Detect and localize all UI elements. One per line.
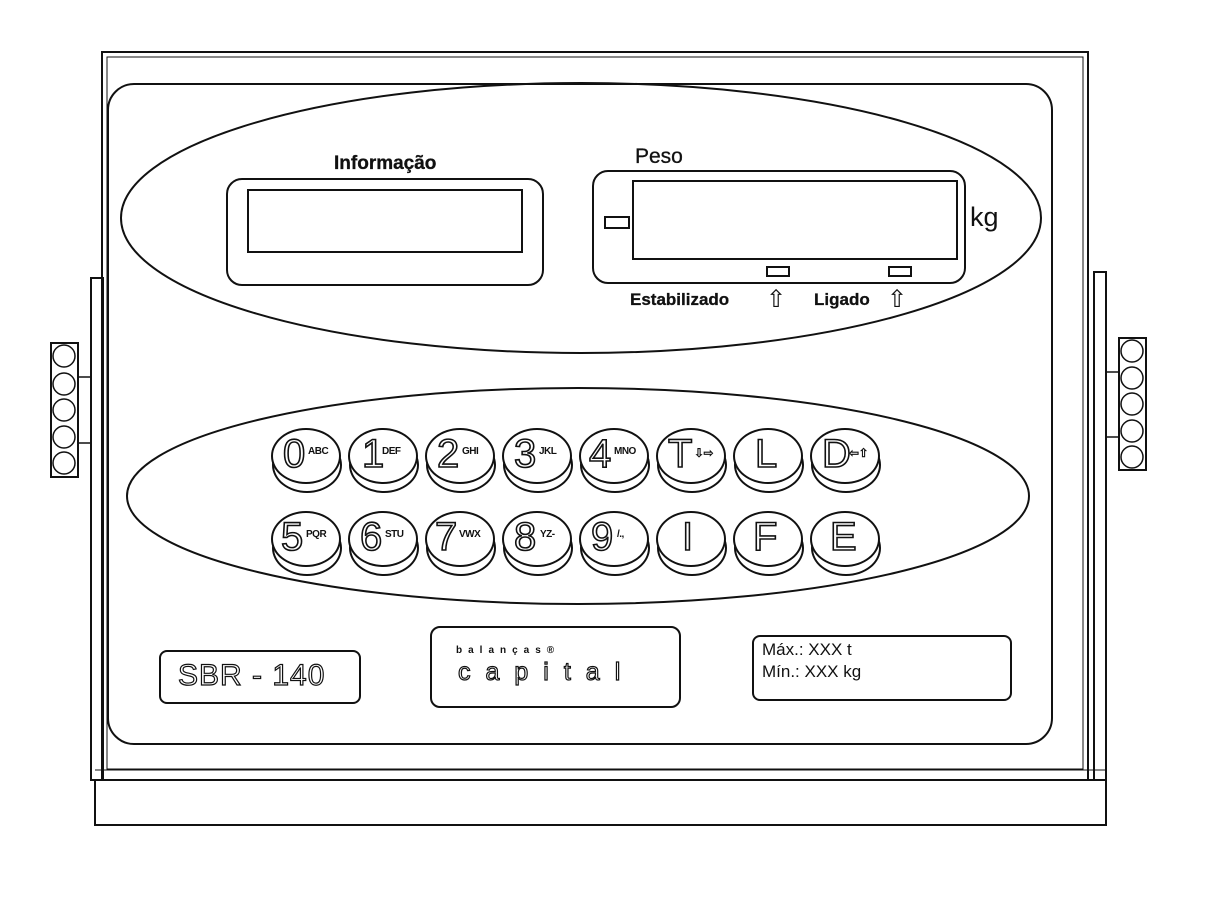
key-e[interactable]: E [810, 511, 881, 576]
key-l[interactable]: L [733, 428, 804, 493]
info-display-frame [226, 178, 544, 286]
on-arrow-icon: ⇧ [887, 286, 908, 313]
key-i[interactable]: I [656, 511, 727, 576]
key-9-symbols[interactable]: 9/., [579, 511, 650, 576]
info-label: Informação [334, 153, 437, 174]
minus-indicator [604, 216, 630, 229]
info-display [247, 189, 523, 253]
weight-display [632, 180, 958, 260]
unit-label: kg [970, 202, 999, 232]
stable-label: Estabilizado [630, 290, 730, 309]
brand-tagline: balanças® [456, 645, 561, 656]
stable-arrow-icon: ⇧ [766, 286, 787, 313]
weight-display-frame [592, 170, 966, 284]
weight-label: Peso [635, 145, 683, 168]
on-label: Ligado [814, 290, 870, 309]
brand-logo: capital [457, 657, 636, 686]
key-d[interactable]: D⇦⇧ [810, 428, 881, 493]
max-capacity: Máx.: XXX t [762, 640, 852, 659]
brand-plate [430, 626, 681, 708]
spec-plate [752, 635, 1012, 701]
model-plate [159, 650, 361, 704]
model-label: SBR - 140 [177, 658, 326, 692]
key-t[interactable]: T⇩⇨ [656, 428, 727, 493]
stable-led [766, 266, 790, 277]
key-f[interactable]: F [733, 511, 804, 576]
on-led [888, 266, 912, 277]
min-capacity: Mín.: XXX kg [762, 662, 862, 681]
